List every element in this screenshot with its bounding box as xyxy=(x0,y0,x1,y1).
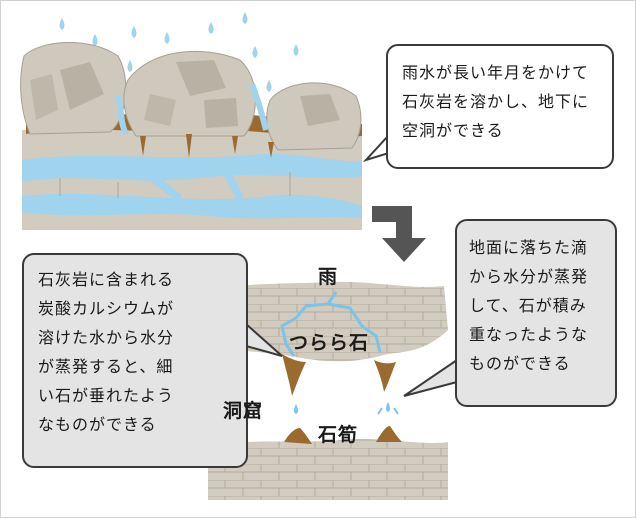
bubble-line: して、石が積み xyxy=(469,296,587,315)
stalagmite-icon xyxy=(376,426,402,442)
rain-drop-icon xyxy=(293,44,299,56)
bubble-line: 地面に落ちた滴 xyxy=(469,238,589,257)
label-cave: 洞窟 xyxy=(223,400,264,422)
bubble-tail xyxy=(403,359,458,397)
bubble-line: 溶けた水から水分 xyxy=(38,328,175,347)
explanation-bubble-left: 石灰岩に含まれる 炭酸カルシウムが 溶けた水から水分 が蒸発すると、細 い石が垂… xyxy=(22,253,248,468)
rain-drops xyxy=(59,12,299,92)
rain-drop-icon xyxy=(294,404,298,414)
bubble-line: から水分が蒸発 xyxy=(469,267,589,286)
explanation-bubble-right: 地面に落ちた滴 から水分が蒸発 して、石が積み 重なったような ものができる xyxy=(455,219,617,407)
rain-drop-icon xyxy=(386,402,390,412)
process-arrow-icon xyxy=(372,206,426,262)
bubble-line: 重なったような xyxy=(469,325,589,344)
rain-drop-icon xyxy=(59,18,65,30)
bubble-line: 雨水が長い年月をかけて xyxy=(402,63,590,82)
bubble-tail xyxy=(245,323,283,357)
rain-drop-icon xyxy=(164,32,170,44)
rain-drop-icon xyxy=(266,80,272,92)
rock-icon xyxy=(123,50,256,137)
bubble-line: い石が垂れたよう xyxy=(38,386,175,405)
bubble-line: 空洞ができる xyxy=(402,121,504,140)
cave-ceiling xyxy=(208,281,448,362)
rock-icon xyxy=(20,41,127,135)
rain-drop-icon xyxy=(208,22,214,34)
bubble-tail xyxy=(362,135,393,163)
explanation-bubble-top: 雨水が長い年月をかけて 石灰岩を溶かし、地下に 空洞ができる xyxy=(386,44,614,169)
bubble-line: ものができる xyxy=(469,354,571,373)
underground-water xyxy=(22,153,362,182)
rain-drop-icon xyxy=(252,46,258,58)
label-rain: 雨 xyxy=(318,266,339,288)
cave-floor xyxy=(208,439,448,500)
cave-scene xyxy=(208,281,448,500)
bubble-line: 石灰岩を溶かし、地下に xyxy=(402,92,590,111)
bubble-line: 炭酸カルシウムが xyxy=(38,299,175,318)
bubble-line: なものができる xyxy=(38,415,157,434)
bubble-line: 石灰岩に含まれる xyxy=(38,270,175,289)
label-stalagmite: 石筍 xyxy=(318,424,359,446)
stalagmite-icon xyxy=(284,428,312,444)
rain-drop-icon xyxy=(242,12,248,24)
stalactite-icon xyxy=(282,354,306,396)
water-seep-path xyxy=(280,291,382,357)
top-scene xyxy=(20,12,362,230)
rain-drop-icon xyxy=(92,34,98,46)
rain-drop-icon xyxy=(131,26,137,38)
rock-icon xyxy=(266,82,362,151)
rain-drop-icon xyxy=(127,60,133,72)
label-icicle-stone: つらら石 xyxy=(289,332,370,354)
stalactite-icon xyxy=(374,360,396,392)
underground-water xyxy=(22,193,362,219)
bubble-line: が蒸発すると、細 xyxy=(38,357,174,376)
